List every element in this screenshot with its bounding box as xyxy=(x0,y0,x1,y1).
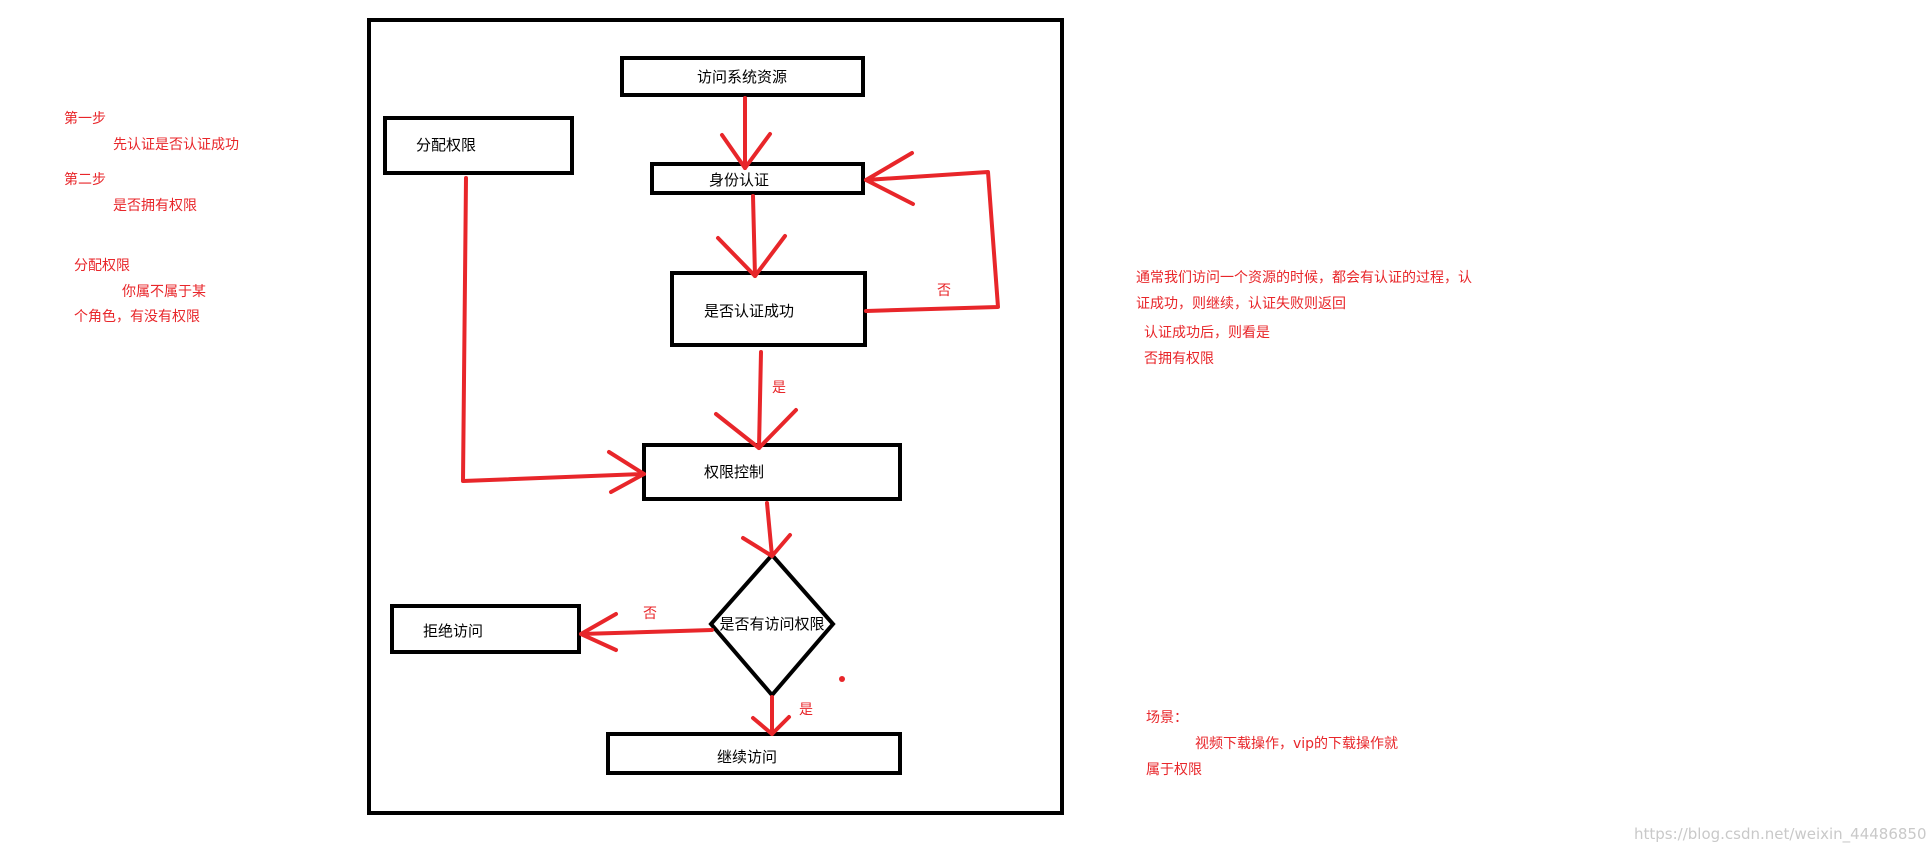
note-assign-line1: 你属不属于某 xyxy=(122,284,206,300)
node-continue-box xyxy=(606,732,902,775)
note-assign-title: 分配权限 xyxy=(74,258,130,274)
node-auth-success-label: 是否认证成功 xyxy=(704,302,794,320)
note-right-line4: 否拥有权限 xyxy=(1144,351,1214,367)
node-identity-box xyxy=(650,162,865,195)
node-continue-label: 继续访问 xyxy=(717,748,777,766)
stray-red-dot xyxy=(839,676,845,682)
note-step1-detail: 先认证是否认证成功 xyxy=(113,137,239,153)
arrow-assign-to-control xyxy=(461,176,646,483)
note-scene-title: 场景： xyxy=(1146,710,1188,726)
node-assign-box xyxy=(383,116,574,175)
note-right-line2: 证成功，则继续，认证失败则返回 xyxy=(1136,296,1346,312)
arrow-diamond-to-continue-head xyxy=(751,715,791,736)
arrow-diamond-to-deny-head xyxy=(579,612,618,652)
note-scene-line1: 视频下载操作，vip的下载操作就 xyxy=(1195,736,1399,752)
arrow-identity-to-auth xyxy=(751,194,757,278)
note-assign-line2: 个角色，有没有权限 xyxy=(74,309,200,325)
note-right-line3: 认证成功后，则看是 xyxy=(1144,325,1270,341)
note-right-line1: 通常我们访问一个资源的时候，都会有认证的过程，认 xyxy=(1136,270,1472,286)
node-auth-success-box xyxy=(670,271,867,347)
arrow-auth-fail-loop-head xyxy=(864,151,915,206)
edge-label-auth-yes: 是 xyxy=(772,380,786,396)
node-access-label: 访问系统资源 xyxy=(697,68,787,86)
node-has-permission-label: 是否有访问权限 xyxy=(719,615,824,633)
note-scene-line2: 属于权限 xyxy=(1146,762,1202,778)
edge-label-perm-yes: 是 xyxy=(799,702,813,718)
watermark: https://blog.csdn.net/weixin_44486850 xyxy=(1634,825,1927,843)
node-permission-control-box xyxy=(642,443,902,501)
arrow-auth-fail-loop xyxy=(864,170,1000,313)
node-deny-box xyxy=(390,604,581,654)
node-permission-control-label: 权限控制 xyxy=(704,463,764,481)
arrow-auth-to-control xyxy=(757,350,763,450)
diagram-frame xyxy=(367,18,1064,815)
note-step2: 第二步 xyxy=(64,172,106,188)
node-deny-label: 拒绝访问 xyxy=(423,622,483,640)
node-assign-label: 分配权限 xyxy=(416,136,476,154)
arrow-control-to-diamond-head xyxy=(741,533,792,558)
arrow-assign-to-control-head xyxy=(607,450,646,494)
arrow-auth-to-control-head xyxy=(714,408,798,450)
note-step2-detail: 是否拥有权限 xyxy=(113,198,197,214)
edge-label-auth-no: 否 xyxy=(937,283,951,299)
arrow-identity-to-auth-head xyxy=(716,234,787,278)
arrow-diamond-to-deny xyxy=(579,628,714,636)
node-access-box xyxy=(620,56,865,97)
edge-label-perm-no: 否 xyxy=(643,606,657,622)
arrow-control-to-diamond xyxy=(765,501,774,558)
node-identity-label: 身份认证 xyxy=(709,171,769,189)
arrow-access-to-identity-head xyxy=(720,132,772,170)
note-step1: 第一步 xyxy=(64,111,106,127)
